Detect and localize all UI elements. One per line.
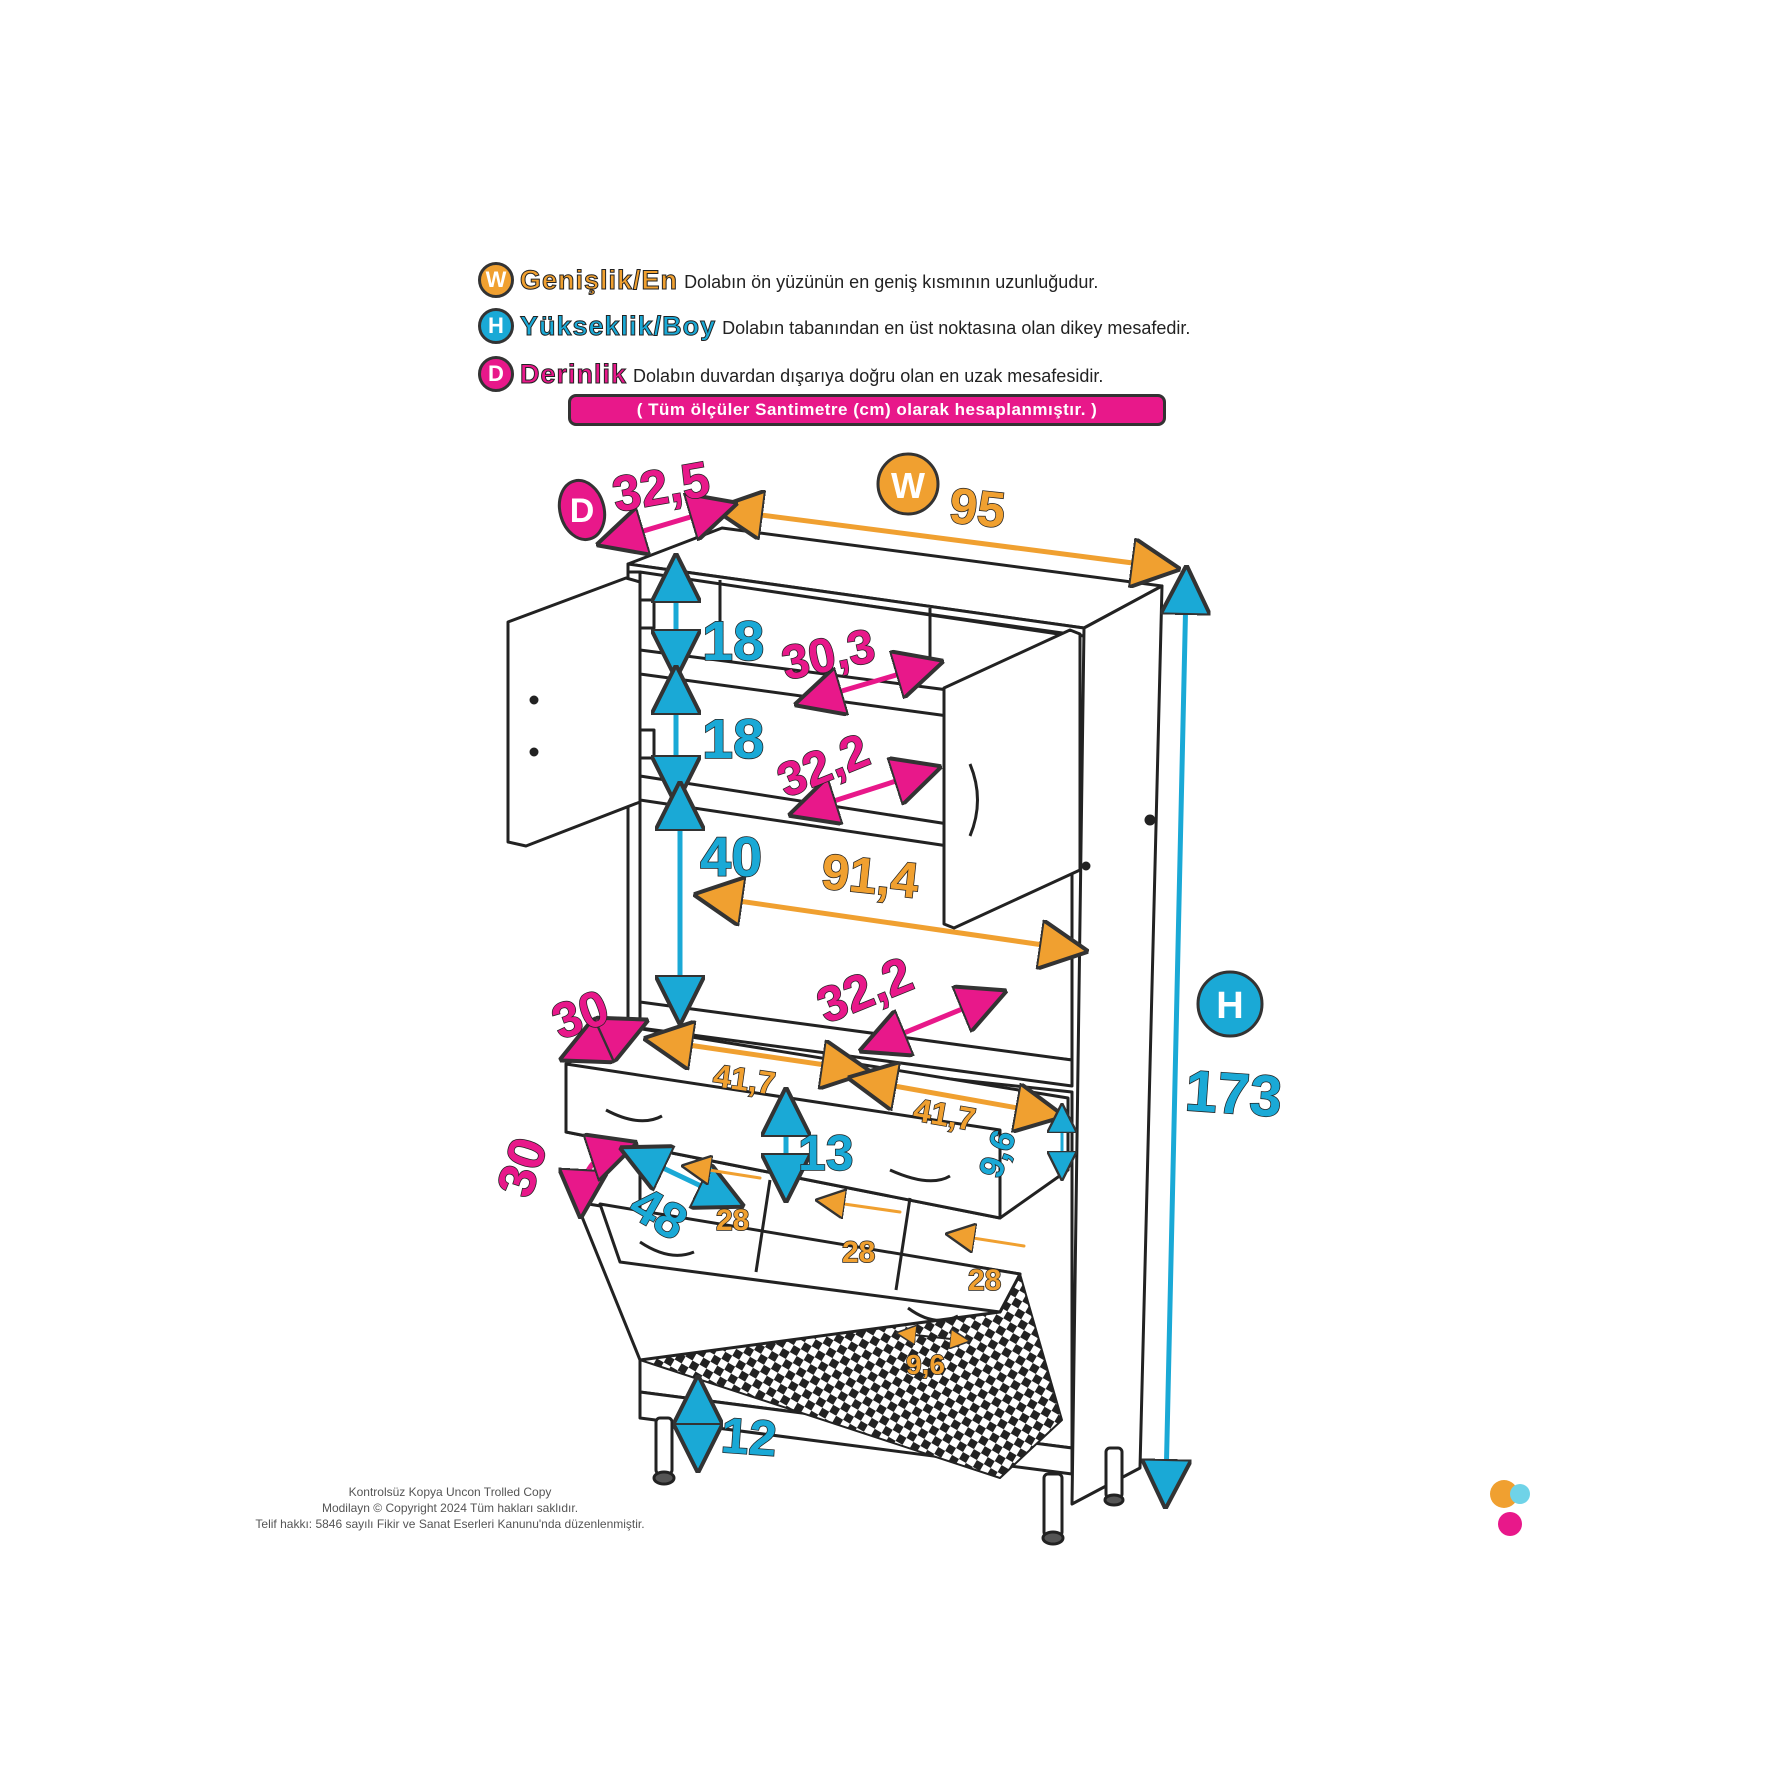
depth-description: Dolabın duvardan dışarıya doğru olan en … bbox=[633, 365, 1104, 386]
svg-text:D: D bbox=[570, 492, 595, 530]
height-value: 173 bbox=[1183, 1058, 1284, 1130]
shelf2-depth-arrow bbox=[812, 774, 918, 808]
copyright-line-3: Telif hakkı: 5846 sayılı Fikir ve Sanat … bbox=[255, 1517, 645, 1531]
flap-depth-value: 30 bbox=[486, 1131, 559, 1204]
open-height-value: 40 bbox=[700, 825, 762, 888]
shelf1-height-value: 18 bbox=[702, 609, 764, 672]
inner-width-arrow bbox=[718, 898, 1064, 948]
units-note: ( Tüm ölçüler Santimetre (cm) olarak hes… bbox=[568, 394, 1166, 426]
drawer-depth-arrow bbox=[582, 1030, 626, 1050]
copyright-line-1: Kontrolsüz Kopya Uncon Trolled Copy bbox=[348, 1485, 552, 1499]
flap-depth-arrow bbox=[582, 1150, 614, 1194]
shoe-right-arrow bbox=[960, 1236, 1026, 1246]
height-description: Dolabın tabanından en üst noktasına olan… bbox=[722, 317, 1191, 338]
drawer-width-left-arrow bbox=[668, 1042, 846, 1068]
shoe-right-value: 28 bbox=[968, 1264, 1001, 1297]
width-value: 95 bbox=[947, 477, 1008, 539]
brand-logo bbox=[1490, 1480, 1530, 1536]
height-term: Yükseklik/Boy bbox=[519, 310, 717, 341]
drawer-width-right-arrow bbox=[872, 1082, 1040, 1112]
shoe-left-arrow bbox=[696, 1168, 762, 1178]
shoe-mid-arrow bbox=[830, 1202, 902, 1212]
handle-width-value: 9,6 bbox=[906, 1349, 945, 1380]
depth-value: 32,5 bbox=[608, 451, 714, 523]
shelf2-height-value: 18 bbox=[702, 707, 764, 770]
width-term: Genişlik/En bbox=[519, 264, 679, 295]
depth-big-badge: D bbox=[557, 478, 607, 542]
open-depth-arrow bbox=[882, 1000, 984, 1042]
copyright-line-2: Modilayn © Copyright 2024 Tüm hakları sa… bbox=[321, 1501, 579, 1515]
drawer-height-value: 13 bbox=[798, 1125, 854, 1181]
shoe-mid-value: 28 bbox=[842, 1236, 875, 1269]
legend-depth: D Derinlik Dolabın duvardan dışarıya doğ… bbox=[478, 356, 1103, 392]
height-arrow bbox=[1166, 590, 1186, 1484]
inner-width-value: 91,4 bbox=[819, 843, 922, 909]
handle-width-arrow bbox=[906, 1334, 960, 1340]
legend-width: W Genişlik/En Dolabın ön yüzünün en geni… bbox=[478, 262, 1098, 298]
width-big-badge: W bbox=[876, 452, 940, 516]
leg-height-value: 12 bbox=[719, 1407, 778, 1467]
shelf1-depth-arrow bbox=[818, 668, 920, 698]
depth-term: Derinlik bbox=[519, 358, 628, 389]
shoe-left-value: 28 bbox=[716, 1204, 749, 1237]
height-big-badge: H bbox=[1196, 970, 1264, 1038]
width-badge: W bbox=[478, 262, 514, 298]
svg-text:H: H bbox=[1216, 985, 1243, 1027]
legend-height: H Yükseklik/Boy Dolabın tabanından en üs… bbox=[478, 308, 1190, 344]
width-description: Dolabın ön yüzünün en geniş kısmının uzu… bbox=[684, 271, 1099, 292]
depth-badge: D bbox=[478, 356, 514, 392]
depth-arrow bbox=[620, 510, 714, 538]
height-badge: H bbox=[478, 308, 514, 344]
copyright-notice: Kontrolsüz Kopya Uncon Trolled Copy Modi… bbox=[250, 1484, 650, 1532]
width-arrow bbox=[738, 512, 1156, 566]
svg-text:W: W bbox=[891, 465, 925, 506]
